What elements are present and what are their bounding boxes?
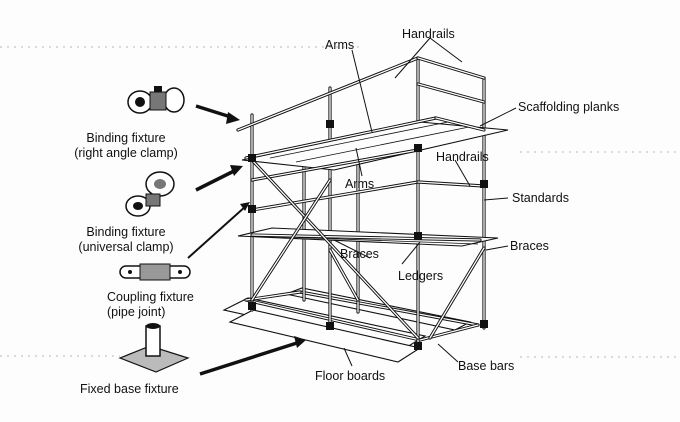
pipe-joint-icon (119, 263, 191, 281)
label-base-bars: Base bars (458, 359, 515, 373)
fixture-label-universal-clamp: Binding fixture (universal clamp) (66, 225, 186, 255)
right-angle-clamp-icon (127, 86, 185, 114)
label-handrails-top: Handrails (402, 27, 455, 41)
fixture-label-right-angle-clamp: Binding fixture (right angle clamp) (66, 131, 186, 161)
label-scaffolding-planks: Scaffolding planks (518, 100, 620, 114)
fixture-label-line2: (right angle clamp) (74, 146, 178, 160)
base-plate-icon (118, 323, 190, 373)
fixture-label-line2: (universal clamp) (78, 240, 174, 254)
joint-clamps (248, 120, 488, 350)
label-arms-top: Arms (325, 38, 355, 52)
label-ledgers: Ledgers (398, 269, 444, 283)
fixture-label-pipe-joint: Coupling fixture (pipe joint) (107, 290, 194, 320)
fixture-label-line1: Binding fixture (86, 225, 166, 239)
label-braces-center: Braces (340, 247, 379, 261)
label-arms-mid: Arms (345, 177, 375, 191)
leader-lines (333, 37, 517, 367)
top-level (236, 56, 509, 171)
middle-level (250, 148, 486, 212)
fixture-arrows (187, 104, 306, 376)
fixture-label-line2: (pipe joint) (107, 305, 166, 319)
fixture-label-base-plate: Fixed base fixture (80, 382, 179, 396)
label-handrails-mid: Handrails (436, 150, 489, 164)
universal-clamp-icon (125, 171, 175, 217)
fixture-label-line1: Binding fixture (86, 131, 166, 145)
braces (250, 158, 486, 340)
label-standards: Standards (512, 191, 569, 205)
lower-deck (237, 227, 499, 247)
fixture-label-line1: Coupling fixture (107, 290, 194, 304)
label-braces-right: Braces (510, 239, 549, 253)
label-floor-boards: Floor boards (315, 369, 386, 383)
